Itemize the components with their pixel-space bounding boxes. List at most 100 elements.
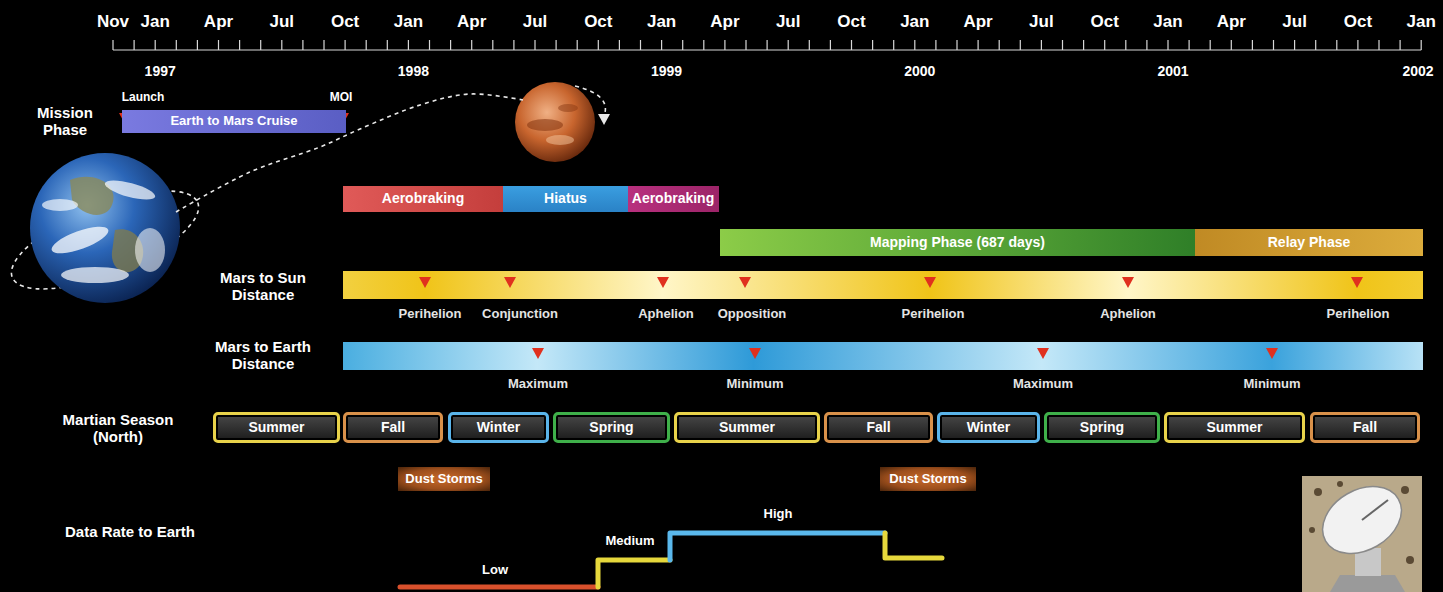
dust-storm-band: Dust Storms: [398, 467, 490, 491]
marker-triangle: [1037, 348, 1049, 359]
node-text: Dust Storms: [405, 472, 482, 486]
season-box: Fall: [824, 412, 933, 443]
month-tick: [661, 40, 662, 50]
sun-distance-bar: [343, 271, 1423, 299]
marker-triangle: [657, 277, 669, 288]
month-tick: [1378, 40, 1379, 50]
month-tick: [323, 40, 324, 50]
node-text: Spring: [589, 420, 633, 435]
month-label: Oct: [331, 12, 359, 31]
month-tick: [766, 40, 767, 50]
data-rate-step: [400, 585, 598, 590]
node-text: Fall: [866, 420, 890, 435]
marker-label: Aphelion: [1100, 307, 1156, 322]
data-rate-step: [885, 533, 942, 558]
month-tick: [218, 40, 219, 50]
month-tick: [999, 40, 1000, 50]
data-rate-line: [400, 533, 942, 587]
month-label: Jan: [141, 12, 170, 31]
month-tick: [1083, 40, 1084, 50]
dust-storm-band: Dust Storms: [880, 467, 976, 491]
shrub: [1314, 488, 1322, 496]
month-label: Oct: [1091, 12, 1119, 31]
marker-triangle: [532, 348, 544, 359]
month-label: Oct: [584, 12, 612, 31]
data-rate-label: Low: [482, 563, 508, 578]
node-text: Mapping Phase (687 days): [870, 235, 1045, 250]
marker-label: Perihelion: [902, 307, 965, 322]
phase-bar: Aerobraking: [628, 186, 719, 212]
node-text: Hiatus: [544, 191, 587, 206]
month-label: Jul: [523, 12, 548, 31]
month-label: Jan: [647, 12, 676, 31]
month-label: Jan: [1153, 12, 1182, 31]
data-rate-label: Medium: [605, 534, 654, 549]
marker-triangle: [924, 277, 936, 288]
phase-bar: Relay Phase: [1195, 229, 1423, 256]
month-tick: [1210, 40, 1211, 50]
marker-triangle: [739, 277, 751, 288]
month-tick: [956, 40, 957, 50]
month-label: Apr: [710, 12, 739, 31]
data-rate-step: [598, 560, 670, 587]
node-text: Fall: [1353, 420, 1377, 435]
month-tick: [345, 40, 346, 50]
month-tick: [260, 40, 261, 50]
year-label: 2001: [1157, 64, 1188, 80]
row-label: Mars to Earth Distance: [202, 339, 324, 373]
month-tick: [893, 40, 894, 50]
month-tick: [1336, 40, 1337, 50]
month-tick: [1125, 40, 1126, 50]
marker-triangle: [1266, 348, 1278, 359]
node-text: Dust Storms: [889, 472, 966, 486]
node-text: Aerobraking: [382, 191, 464, 206]
season-box: Summer: [213, 412, 340, 443]
antenna-base: [1330, 575, 1405, 592]
orbit-insertion-arc: [575, 86, 605, 116]
month-tick: [450, 40, 451, 50]
month-tick: [555, 40, 556, 50]
month-ticks: [113, 40, 1421, 50]
mars-marking: [527, 119, 563, 131]
month-tick: [935, 40, 936, 50]
marker-triangle: [419, 277, 431, 288]
antenna-picture: [1302, 473, 1422, 592]
season-box: Spring: [1044, 412, 1160, 443]
marker-label: Minimum: [726, 377, 783, 392]
mars-surface: [527, 104, 578, 145]
month-tick: [197, 40, 198, 50]
month-tick: [1062, 40, 1063, 50]
month-tick: [155, 40, 156, 50]
month-label: Jan: [394, 12, 423, 31]
antenna-dish: [1311, 473, 1414, 567]
year-label: 2000: [904, 64, 935, 80]
node-text: Summer: [248, 420, 304, 435]
month-tick: [640, 40, 641, 50]
month-tick: [1041, 40, 1042, 50]
month-tick: [788, 40, 789, 50]
year-label: 1999: [651, 64, 682, 80]
event-markers: [119, 113, 1363, 359]
phase-bar: Hiatus: [503, 186, 628, 212]
month-tick: [239, 40, 240, 50]
node-text: Summer: [1206, 420, 1262, 435]
month-tick: [1231, 40, 1232, 50]
month-tick: [598, 40, 599, 50]
month-tick: [577, 40, 578, 50]
season-box: Winter: [448, 412, 549, 443]
marker-label: Minimum: [1243, 377, 1300, 392]
month-tick: [1020, 40, 1021, 50]
month-tick: [745, 40, 746, 50]
month-tick: [1315, 40, 1316, 50]
event-label: MOI: [330, 91, 353, 104]
month-tick: [366, 40, 367, 50]
month-tick: [872, 40, 873, 50]
marker-triangle: [749, 348, 761, 359]
data-rate-step: [670, 533, 885, 560]
cloud: [135, 228, 165, 272]
month-tick: [830, 40, 831, 50]
month-tick: [1252, 40, 1253, 50]
node-text: Spring: [1080, 420, 1124, 435]
